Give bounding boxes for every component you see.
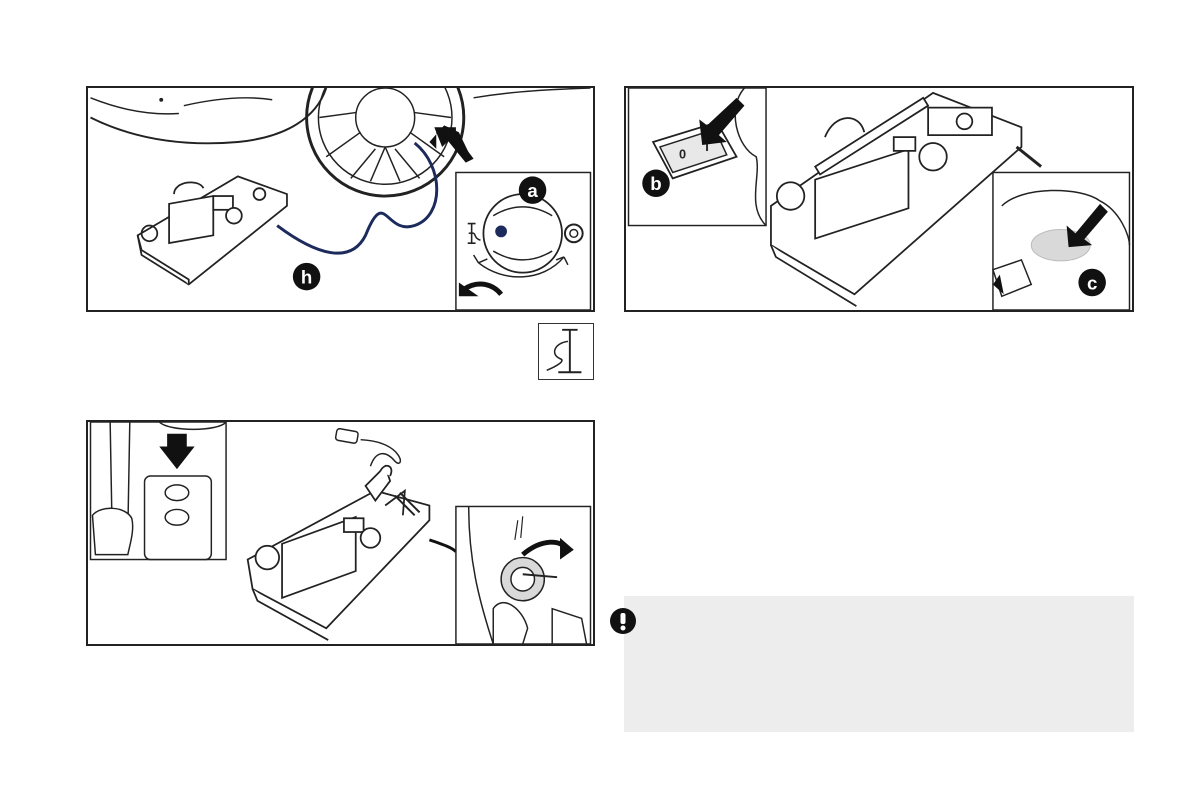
illustration-power-connection [88,422,593,644]
illustration-compressor-switch: 0 I b c [626,88,1132,310]
figure-compressor-to-wheel: h a [86,86,595,312]
air-pump-icon [539,324,593,379]
illustration-wheel-inflation: h a [88,88,593,310]
inset-on-off-switch: 0 I b [629,88,767,226]
svg-text:b: b [650,173,661,194]
svg-text:a: a [527,180,538,201]
inset-12v-socket [456,506,591,644]
svg-text:h: h [301,266,312,287]
inset-socket-button [91,422,227,560]
exclamation-circle-icon [609,607,637,635]
note-box [624,596,1134,732]
svg-text:c: c [1087,272,1097,293]
label-h: h [293,263,321,291]
inset-pressure-button: c [993,172,1130,310]
label-a: a [519,176,547,204]
label-b: b [642,170,670,198]
inset-mode-dial: a [456,172,591,310]
figure-switch-and-button: 0 I b c [624,86,1134,312]
figure-connect-power-socket [86,420,595,646]
switch-off-label: 0 [679,147,686,162]
pump-mode-icon-box [538,323,594,380]
label-c: c [1078,269,1106,297]
